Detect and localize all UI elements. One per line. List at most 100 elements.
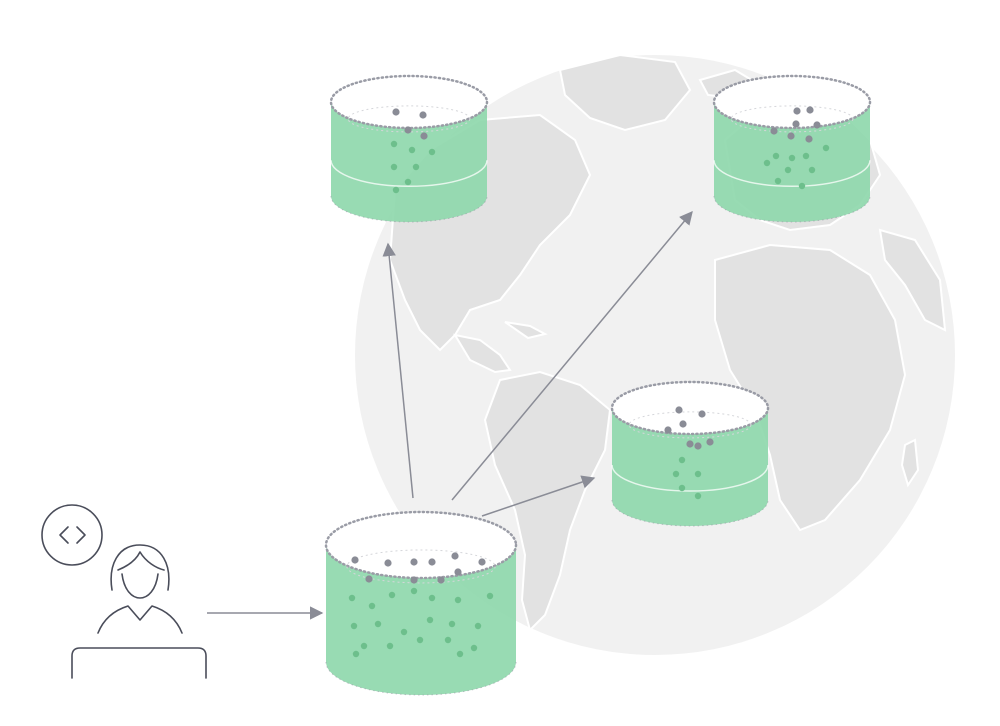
cylinder-band (713, 160, 871, 188)
data-dot (793, 107, 801, 115)
arrow-primary-to-north-america (382, 242, 414, 499)
data-dot (444, 636, 452, 644)
data-dot (694, 470, 702, 478)
data-dot (678, 484, 686, 492)
data-dot (787, 132, 795, 140)
data-dot (365, 575, 373, 583)
data-dot (410, 558, 418, 566)
person-shoulders (97, 605, 183, 634)
data-dot (698, 410, 706, 418)
data-dot (392, 108, 400, 116)
data-dot (386, 642, 394, 650)
data-dot (822, 144, 830, 152)
data-dot (368, 602, 376, 610)
data-dot (410, 587, 418, 595)
primary-database-icon (324, 510, 518, 696)
data-dot (390, 163, 398, 171)
data-dot (426, 616, 434, 624)
cylinder-top (331, 76, 487, 128)
data-dot (410, 576, 418, 584)
cylinder-inner-ring (730, 105, 854, 133)
data-dot (374, 620, 382, 628)
data-dot (772, 152, 780, 160)
data-dot (404, 178, 412, 186)
data-dot (352, 650, 360, 658)
cylinder-rim (712, 74, 872, 130)
data-dot (770, 127, 778, 135)
data-dot (664, 426, 672, 434)
data-dot (412, 163, 420, 171)
cylinder-rim (610, 380, 770, 436)
data-dot (694, 492, 702, 500)
data-dot (456, 650, 464, 658)
data-dot (408, 146, 416, 154)
cylinder-rim (324, 510, 518, 580)
data-dot (678, 456, 686, 464)
data-dot (706, 438, 714, 446)
data-dot (384, 559, 392, 567)
cylinder-body (331, 102, 487, 222)
data-dot (392, 186, 400, 194)
data-dot (798, 182, 806, 190)
data-dot (774, 177, 782, 185)
data-dot (360, 642, 368, 650)
data-dot (808, 166, 816, 174)
cylinder-inner-ring (346, 549, 496, 584)
data-dot (454, 596, 462, 604)
data-dot (404, 126, 412, 134)
cylinder-inner-ring (347, 105, 471, 133)
data-dot (478, 558, 486, 566)
data-dot (792, 120, 800, 128)
cylinder-top (612, 382, 768, 434)
cylinder-body (612, 408, 768, 526)
database-layer (324, 74, 872, 696)
data-dot (419, 111, 427, 119)
code-brackets-icon (41, 504, 103, 566)
data-dot (805, 135, 813, 143)
arrow-primary-to-europe (451, 210, 693, 501)
data-dot (679, 420, 687, 428)
data-dot (351, 556, 359, 564)
data-dot (672, 470, 680, 478)
cylinder-body (714, 102, 870, 222)
data-dot (451, 552, 459, 560)
cylinder-top (714, 76, 870, 128)
replication-arrows (207, 210, 693, 620)
data-dot (788, 154, 796, 162)
cylinder-bottom-edge (325, 661, 517, 696)
data-dot (388, 591, 396, 599)
data-dot (348, 594, 356, 602)
replica-africa-icon (610, 380, 770, 527)
data-dot (806, 106, 814, 114)
data-dot (448, 620, 456, 628)
data-dot (428, 148, 436, 156)
cylinder-bottom-edge (611, 499, 769, 527)
data-dot (470, 644, 478, 652)
cylinder-bottom-edge (330, 195, 488, 223)
data-dot (416, 636, 424, 644)
cylinder-top (326, 512, 516, 578)
cylinder-band (330, 160, 488, 188)
data-dot (420, 132, 428, 140)
cylinder-band (611, 465, 769, 492)
data-dot (350, 622, 358, 630)
cylinder-inner-ring (628, 411, 752, 439)
data-dot (474, 622, 482, 630)
data-dot (802, 152, 810, 160)
data-dot (675, 406, 683, 414)
data-dot (454, 568, 462, 576)
arrow-primary-to-africa (481, 475, 596, 517)
developer-person-icon (41, 504, 207, 679)
replica-north-america-icon (329, 74, 489, 223)
data-dot (694, 442, 702, 450)
data-dot (400, 628, 408, 636)
data-dot (686, 440, 694, 448)
data-dot (486, 592, 494, 600)
desk-outline (71, 647, 207, 679)
cylinder-body (326, 545, 516, 695)
replica-europe-icon (712, 74, 872, 223)
data-dot (428, 594, 436, 602)
data-dot (437, 576, 445, 584)
cylinder-bottom-edge (713, 195, 871, 223)
data-dot (763, 159, 771, 167)
